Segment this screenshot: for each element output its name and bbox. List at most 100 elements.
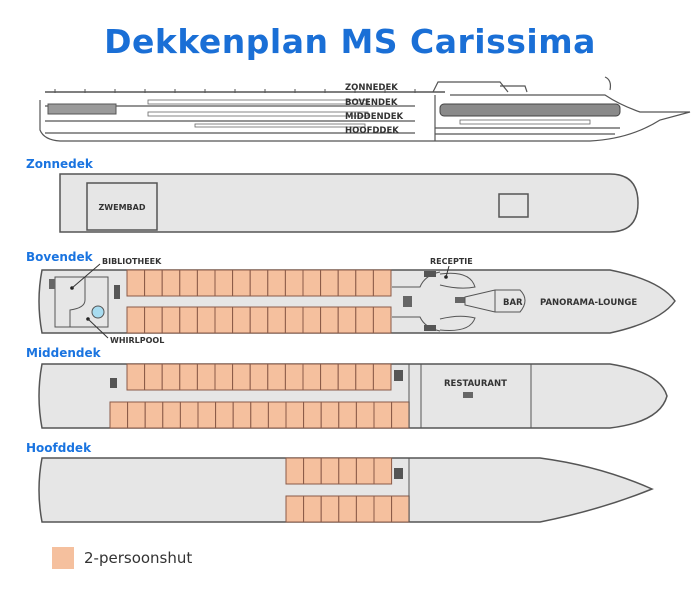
cabin-row-bovendek-top xyxy=(126,269,392,297)
cabin-2-persoonshut xyxy=(337,363,357,391)
cabin-2-persoonshut xyxy=(284,269,304,297)
cabin-2-persoonshut xyxy=(285,495,305,523)
deck-zonnedek: ZWEMBAD xyxy=(59,173,639,233)
legend-label: 2-persoonshut xyxy=(84,549,193,567)
cabin-2-persoonshut xyxy=(196,269,216,297)
cabin-2-persoonshut xyxy=(144,269,163,297)
cabin-row-middendek-top xyxy=(126,363,392,391)
cabin-2-persoonshut xyxy=(249,363,269,391)
cabin-2-persoonshut xyxy=(162,401,181,429)
whirlpool-icon xyxy=(91,305,105,319)
deck-hoofddek xyxy=(38,457,654,523)
cabin-row-hoofddek-bottom xyxy=(285,495,410,523)
cabin-2-persoonshut xyxy=(214,269,234,297)
cabin-2-persoonshut xyxy=(250,401,269,429)
cabin-2-persoonshut xyxy=(267,401,287,429)
side-label-zonnedek: ZONNEDEK xyxy=(345,83,398,93)
deck-label-hoofddek: Hoofddek xyxy=(26,441,92,455)
cabin-2-persoonshut xyxy=(373,495,393,523)
cabin-2-persoonshut xyxy=(109,401,129,429)
zwembad-label: ZWEMBAD xyxy=(99,203,146,212)
cabin-2-persoonshut xyxy=(179,363,198,391)
cabin-2-persoonshut xyxy=(161,269,181,297)
cabin-2-persoonshut xyxy=(338,401,357,429)
cabin-2-persoonshut xyxy=(355,495,375,523)
deck-label-bovendek: Bovendek xyxy=(26,250,93,264)
deck-label-zonnedek: Zonnedek xyxy=(26,157,93,171)
stairs-icon xyxy=(394,370,403,381)
cabin-2-persoonshut xyxy=(320,401,340,429)
cabin-2-persoonshut xyxy=(144,306,163,334)
cabin-2-persoonshut xyxy=(267,363,286,391)
cabin-2-persoonshut xyxy=(320,495,340,523)
deck-middendek: RESTAURANT xyxy=(38,363,668,429)
cabin-2-persoonshut xyxy=(355,269,374,297)
side-label-middendek: MIDDENDEK xyxy=(345,112,404,122)
cabin-2-persoonshut xyxy=(232,363,251,391)
side-label-bovendek: BOVENDEK xyxy=(345,98,398,108)
cabin-2-persoonshut xyxy=(179,401,199,429)
cabin-2-persoonshut xyxy=(338,457,357,485)
deck-label-middendek: Middendek xyxy=(26,346,101,360)
side-label-hoofddek: HOOFDDEK xyxy=(345,126,399,136)
ship-side-view xyxy=(39,76,691,142)
legend-swatch-cabin xyxy=(52,547,74,569)
cabin-2-persoonshut xyxy=(391,495,410,523)
stairs-icon xyxy=(110,378,117,388)
stairs-icon xyxy=(49,279,55,289)
page-title: Dekkenplan MS Carissima xyxy=(104,22,596,61)
legend: 2-persoonshut xyxy=(52,547,192,569)
cabin-2-persoonshut xyxy=(320,363,339,391)
cabin-2-persoonshut xyxy=(355,306,374,334)
cabin-2-persoonshut xyxy=(373,457,393,485)
cabin-2-persoonshut xyxy=(215,401,234,429)
cabin-2-persoonshut xyxy=(127,401,146,429)
cabin-2-persoonshut xyxy=(285,401,305,429)
cabin-2-persoonshut xyxy=(372,363,392,391)
cabin-2-persoonshut xyxy=(267,269,286,297)
cabin-2-persoonshut xyxy=(372,306,392,334)
deck-structure xyxy=(498,193,529,218)
cabin-2-persoonshut xyxy=(320,269,339,297)
cabin-2-persoonshut xyxy=(320,306,339,334)
cabin-2-persoonshut xyxy=(232,306,251,334)
cabin-2-persoonshut xyxy=(126,269,146,297)
cabin-2-persoonshut xyxy=(302,363,322,391)
cabin-2-persoonshut xyxy=(161,306,181,334)
side-portholes xyxy=(147,99,591,128)
cabin-2-persoonshut xyxy=(161,363,181,391)
cabin-2-persoonshut xyxy=(338,495,357,523)
zwembad-area xyxy=(86,182,158,231)
restaurant-label: RESTAURANT xyxy=(444,379,507,389)
cabin-2-persoonshut xyxy=(144,401,164,429)
cabin-2-persoonshut xyxy=(126,363,146,391)
cabin-2-persoonshut xyxy=(284,306,304,334)
side-window-aft xyxy=(47,103,117,115)
cabin-2-persoonshut xyxy=(373,401,393,429)
cabin-2-persoonshut xyxy=(337,306,357,334)
cabin-2-persoonshut xyxy=(249,269,269,297)
deck-bovendek: BIBLIOTHEEK WHIRLPOOL RECEPTIE BAR PANOR… xyxy=(38,257,676,345)
bibliotheek-label: BIBLIOTHEEK xyxy=(102,257,162,266)
stairs-icon xyxy=(394,468,403,479)
cabin-2-persoonshut xyxy=(337,269,357,297)
cabin-2-persoonshut xyxy=(302,306,322,334)
cabin-2-persoonshut xyxy=(355,363,374,391)
cabin-row-hoofddek-top xyxy=(285,457,393,485)
cabin-2-persoonshut xyxy=(372,269,392,297)
bar-label: BAR xyxy=(503,298,523,308)
side-window-panorama xyxy=(439,103,621,117)
cabin-2-persoonshut xyxy=(355,457,375,485)
cabin-2-persoonshut xyxy=(196,306,216,334)
cabin-2-persoonshut xyxy=(355,401,375,429)
cabin-2-persoonshut xyxy=(249,306,269,334)
stairs-icon xyxy=(403,296,412,307)
cabin-2-persoonshut xyxy=(179,306,198,334)
cabin-2-persoonshut xyxy=(285,457,305,485)
cabin-2-persoonshut xyxy=(267,306,286,334)
cabin-row-bovendek-bottom xyxy=(126,306,392,334)
cabin-2-persoonshut xyxy=(232,269,251,297)
cabin-2-persoonshut xyxy=(126,306,146,334)
stairs-icon xyxy=(114,285,120,299)
whirlpool-label: WHIRLPOOL xyxy=(110,336,164,345)
